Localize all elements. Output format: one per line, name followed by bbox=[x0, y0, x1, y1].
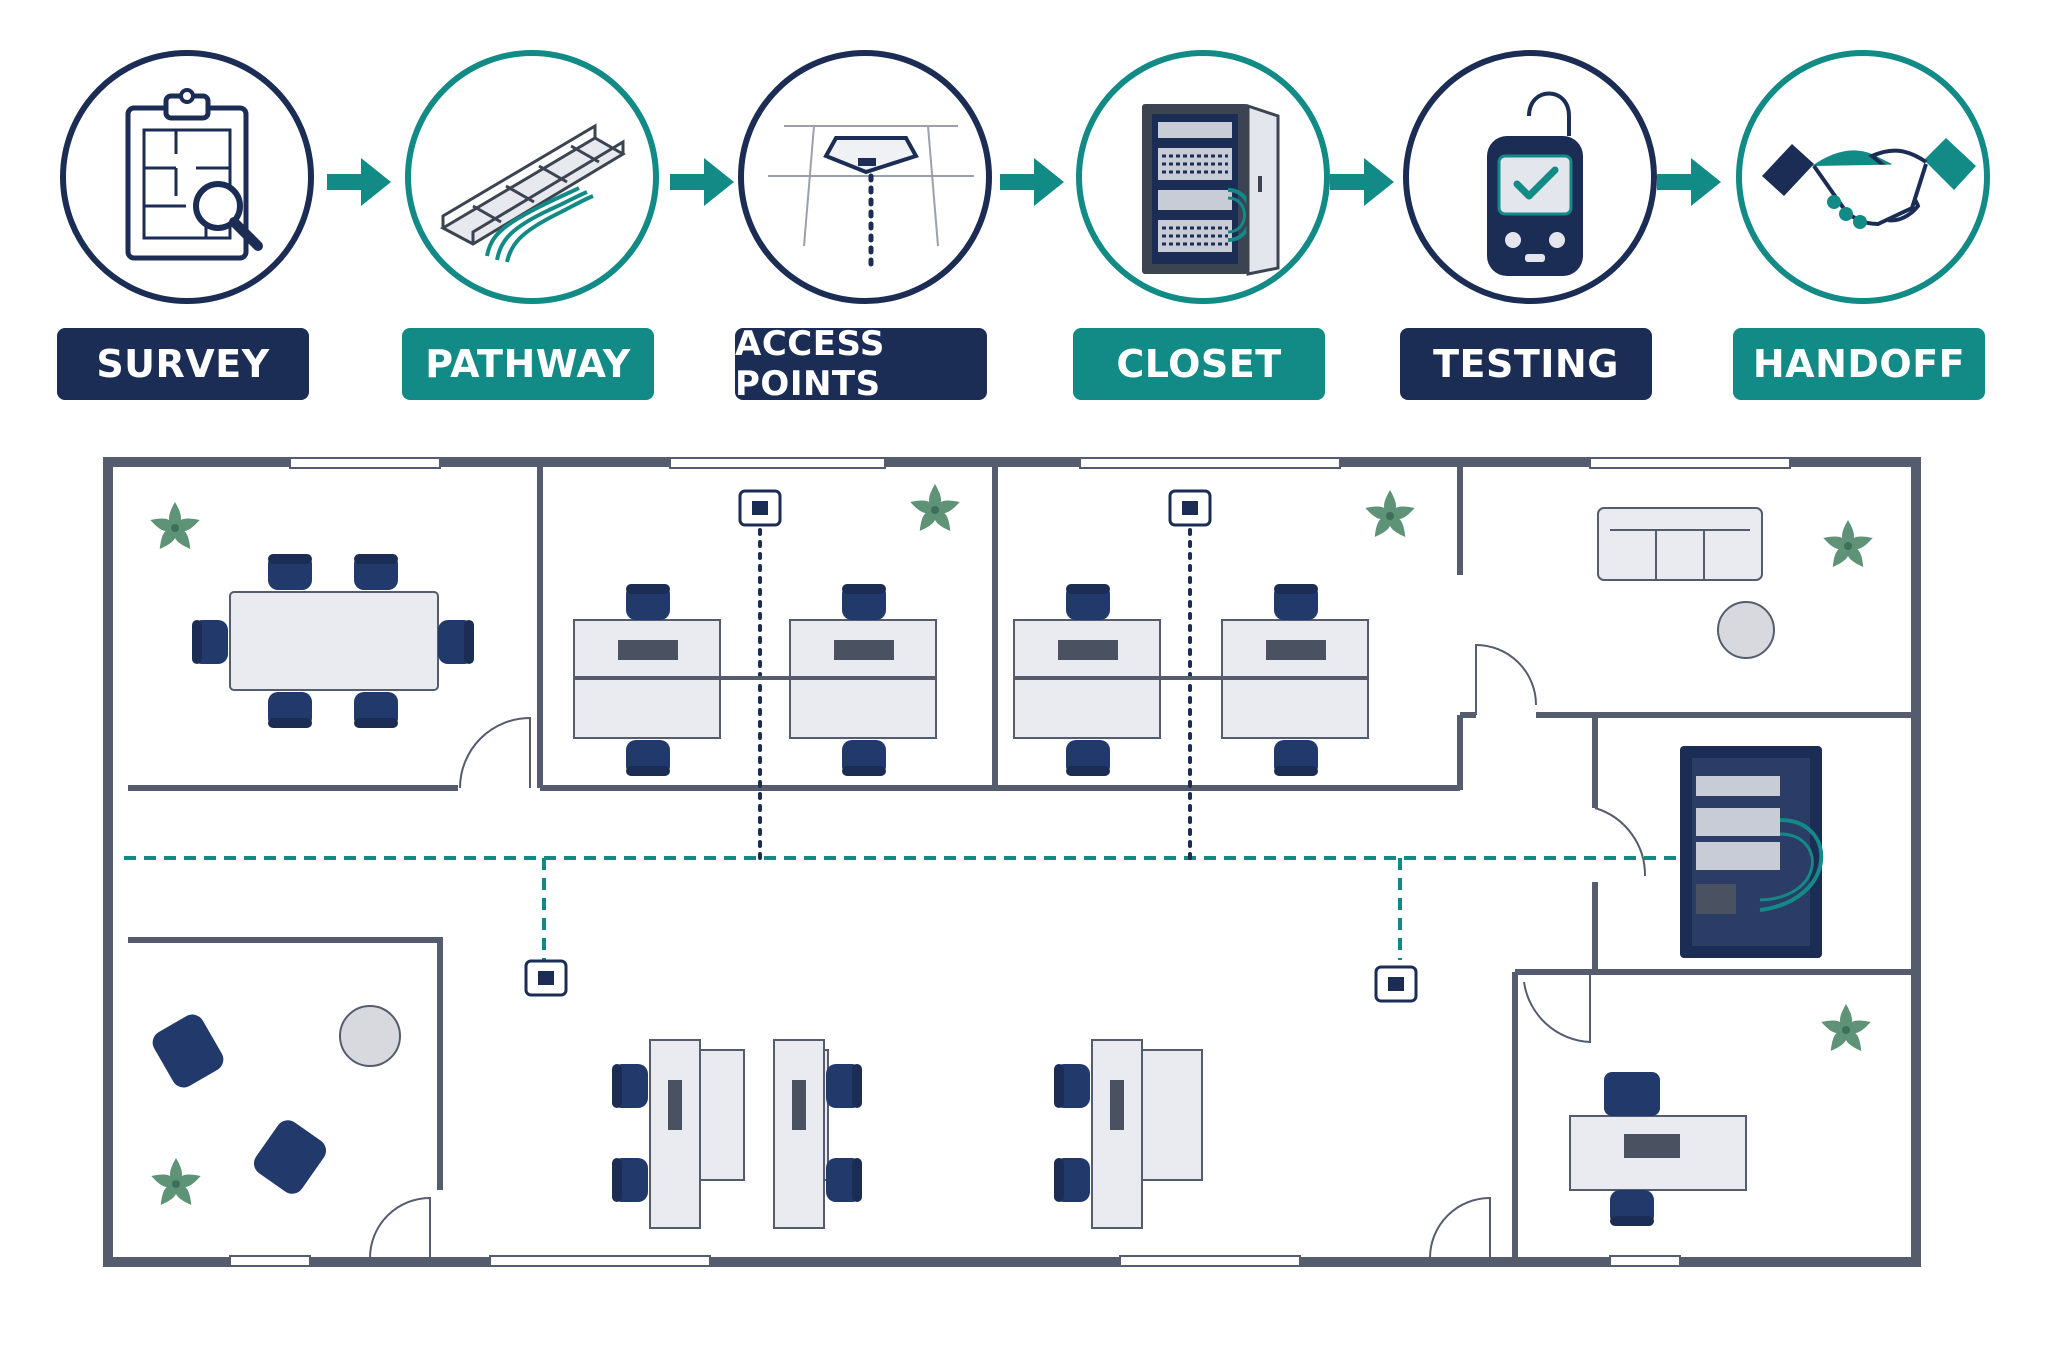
access-point-icon bbox=[524, 959, 568, 997]
network-closet bbox=[1680, 746, 1824, 958]
step-closet-label: CLOSET bbox=[1073, 328, 1325, 400]
step-handoff-circle bbox=[1736, 50, 1990, 304]
arrow-right-icon bbox=[670, 158, 734, 206]
network-rack-cabinet-icon bbox=[1142, 103, 1280, 276]
conference-room bbox=[148, 502, 474, 728]
step-handoff-label: HANDOFF bbox=[1733, 328, 1985, 400]
arrow-right-icon bbox=[1330, 158, 1394, 206]
plant-icon bbox=[148, 502, 202, 553]
doors bbox=[369, 643, 1647, 1259]
cable-tray-icon bbox=[439, 123, 626, 263]
open-office bbox=[612, 1039, 1203, 1229]
exterior-walls bbox=[103, 457, 1921, 1267]
step-closet: CLOSET bbox=[1073, 50, 1333, 410]
cable-tester-icon bbox=[1487, 91, 1583, 276]
step-testing-label: TESTING bbox=[1400, 328, 1652, 400]
step-pathway: PATHWAY bbox=[402, 50, 662, 410]
lounge bbox=[1597, 507, 1875, 659]
step-access-points-circle bbox=[738, 50, 992, 304]
step-survey: SURVEY bbox=[57, 50, 317, 410]
interior-walls bbox=[128, 466, 1914, 1258]
step-testing-circle bbox=[1403, 50, 1657, 304]
arrow-right-icon bbox=[1657, 158, 1721, 206]
access-point-icon bbox=[1168, 489, 1212, 527]
step-pathway-circle bbox=[405, 50, 659, 304]
windows bbox=[229, 457, 1791, 1267]
meeting-room bbox=[149, 1005, 401, 1209]
private-office bbox=[1569, 1004, 1873, 1226]
step-closet-circle bbox=[1076, 50, 1330, 304]
arrow-right-icon bbox=[327, 158, 391, 206]
arrow-right-icon bbox=[1000, 158, 1064, 206]
clipboard-floorplan-magnifier-icon bbox=[125, 88, 263, 261]
access-point-icon bbox=[1374, 965, 1418, 1003]
step-pathway-label: PATHWAY bbox=[402, 328, 654, 400]
step-access-points: ACCESS POINTS bbox=[735, 50, 995, 410]
ceiling-access-point-icon bbox=[768, 125, 974, 269]
step-testing: TESTING bbox=[1400, 50, 1660, 410]
handshake-icon bbox=[1762, 138, 1976, 229]
step-survey-label: SURVEY bbox=[57, 328, 309, 400]
workstation-pods bbox=[573, 484, 1417, 776]
network-cabling bbox=[124, 856, 1694, 960]
step-access-points-label: ACCESS POINTS bbox=[735, 324, 987, 404]
step-handoff: HANDOFF bbox=[1733, 50, 1993, 410]
step-survey-circle bbox=[60, 50, 314, 304]
access-point-icon bbox=[738, 489, 782, 527]
